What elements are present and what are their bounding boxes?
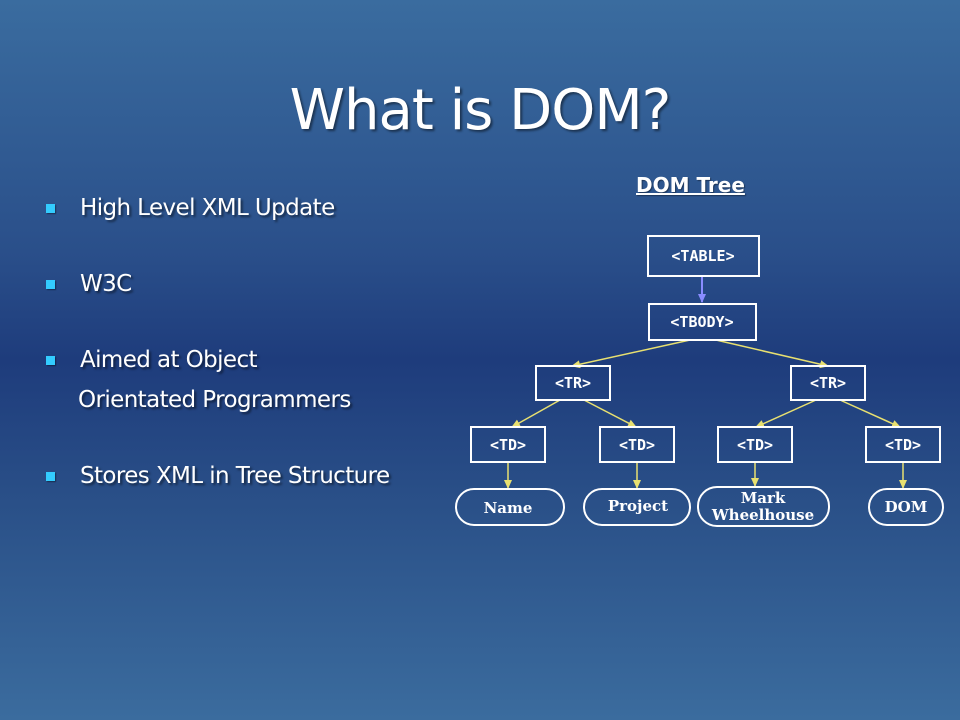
edge-tbody-tr-right — [715, 339, 829, 369]
slide-title: What is DOM? — [289, 78, 672, 143]
leaf-label-line2: Wheelhouse — [711, 506, 814, 524]
edge-tbody-tr-left — [571, 339, 691, 369]
bullet-item: Stores XML in Tree Structure — [44, 456, 444, 496]
leaf-dom: DOM — [868, 488, 944, 526]
dom-tree-heading: DOM Tree — [636, 173, 745, 197]
leaf-name: Name — [455, 488, 565, 526]
square-bullet-icon — [46, 472, 55, 481]
leaf-project: Project — [583, 488, 691, 526]
edge-tr-right-td4 — [839, 399, 901, 428]
node-label: <TR> — [810, 374, 846, 392]
bullet-text: High Level XML Update — [80, 195, 335, 221]
edge-tr-right-td3 — [755, 399, 817, 428]
leaf-mark-wheelhouse: Mark Wheelhouse — [697, 486, 830, 527]
node-label: <TD> — [737, 436, 773, 454]
leaf-label: Project — [608, 497, 668, 515]
node-table: <TABLE> — [647, 235, 760, 277]
bullet-item: W3C — [44, 264, 444, 304]
edge-tr-left-td2 — [583, 399, 637, 428]
node-td-3: <TD> — [717, 426, 793, 463]
square-bullet-icon — [46, 356, 55, 365]
node-td-4: <TD> — [865, 426, 941, 463]
node-label: <TD> — [490, 436, 526, 454]
leaf-label: Name — [484, 499, 533, 517]
bullet-item: Aimed at Object Orientated Programmers — [44, 340, 444, 420]
tree-edges — [504, 276, 907, 489]
node-label: <TBODY> — [670, 313, 733, 331]
node-label: <TD> — [885, 436, 921, 454]
leaf-label-line1: Mark — [741, 489, 786, 507]
square-bullet-icon — [46, 280, 55, 289]
bullet-list: High Level XML Update W3C Aimed at Objec… — [44, 188, 444, 496]
node-label: <TD> — [619, 436, 655, 454]
node-label: <TABLE> — [671, 247, 734, 265]
square-bullet-icon — [46, 204, 55, 213]
bullet-text: Aimed at Object — [80, 347, 258, 373]
node-td-2: <TD> — [599, 426, 675, 463]
bullet-text: Stores XML in Tree Structure — [80, 463, 390, 489]
node-label: <TR> — [555, 374, 591, 392]
bullet-text-continuation: Orientated Programmers — [78, 387, 351, 413]
bullet-item: High Level XML Update — [44, 188, 444, 228]
node-tr-left: <TR> — [535, 365, 611, 401]
leaf-label: DOM — [885, 498, 928, 516]
bullet-text: W3C — [80, 271, 132, 297]
node-td-1: <TD> — [470, 426, 546, 463]
node-tr-right: <TR> — [790, 365, 866, 401]
node-tbody: <TBODY> — [648, 303, 757, 341]
edge-tr-left-td1 — [511, 399, 561, 428]
